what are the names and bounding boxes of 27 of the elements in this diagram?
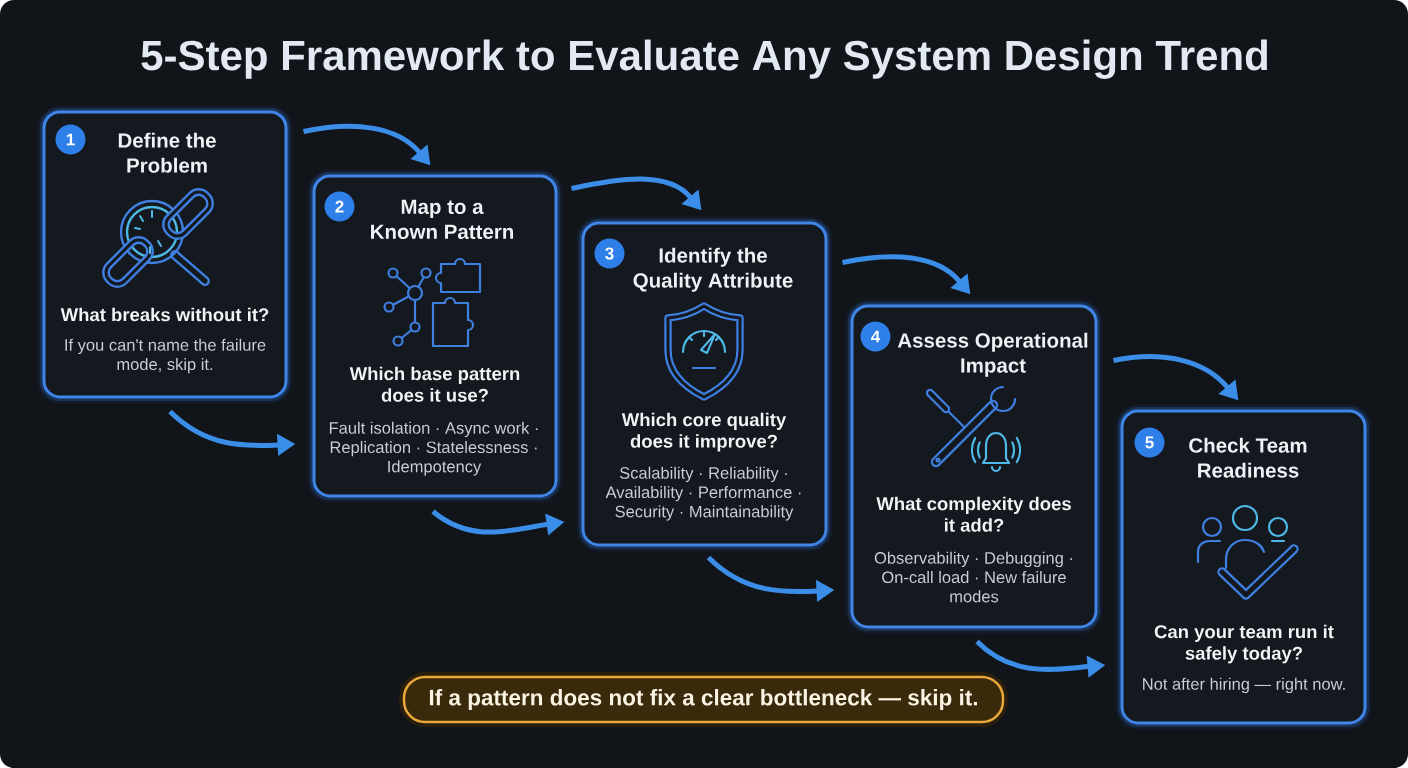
detail-text: Not after hiring — right now. <box>1143 677 1345 694</box>
step-heading: Map to a Known Pattern <box>371 199 514 239</box>
step-heading: Define the Problem <box>118 132 216 173</box>
title: 5-Step Framework to Evaluate Any System Design Trend <box>141 39 1267 79</box>
callout-banner: If a pattern does not fix a clear bottleneck — skip it. <box>399 672 1008 727</box>
step-card <box>1115 404 1372 730</box>
number-badge: 5 <box>1134 427 1165 458</box>
question-text: Can your team run it safely today? <box>1154 624 1334 664</box>
detail-text: Observability · Debugging · On-call load · New failure modes <box>874 551 1072 603</box>
step-card <box>37 105 293 404</box>
number-badge: 2 <box>324 191 355 222</box>
step-heading: Check Team Readiness <box>1189 437 1307 478</box>
question-text: Which base pattern does it use? <box>349 366 520 402</box>
step-card <box>845 299 1103 634</box>
number-badge: 3 <box>594 238 625 269</box>
step-heading: Identify the Quality Attribute <box>633 247 793 292</box>
step-card <box>307 169 563 503</box>
question-text: Which core quality does it improve? <box>621 412 787 452</box>
detail-text: Fault isolation · Async work · Replication · Statelessness · Idempotency <box>329 421 538 476</box>
step-heading: Assess Operational Impact <box>897 332 1088 377</box>
detail-text: If you can't name the failure mode, skip it. <box>65 338 266 374</box>
question-text: What complexity does it add? <box>876 496 1071 532</box>
detail-text: Scalability · Reliability · Availability · Performance · Security · Maintainability <box>605 466 801 521</box>
number-badge: 1 <box>55 124 86 155</box>
step-card <box>576 216 833 552</box>
question-text: What breaks without it? <box>60 307 269 322</box>
number-badge: 4 <box>860 321 891 352</box>
